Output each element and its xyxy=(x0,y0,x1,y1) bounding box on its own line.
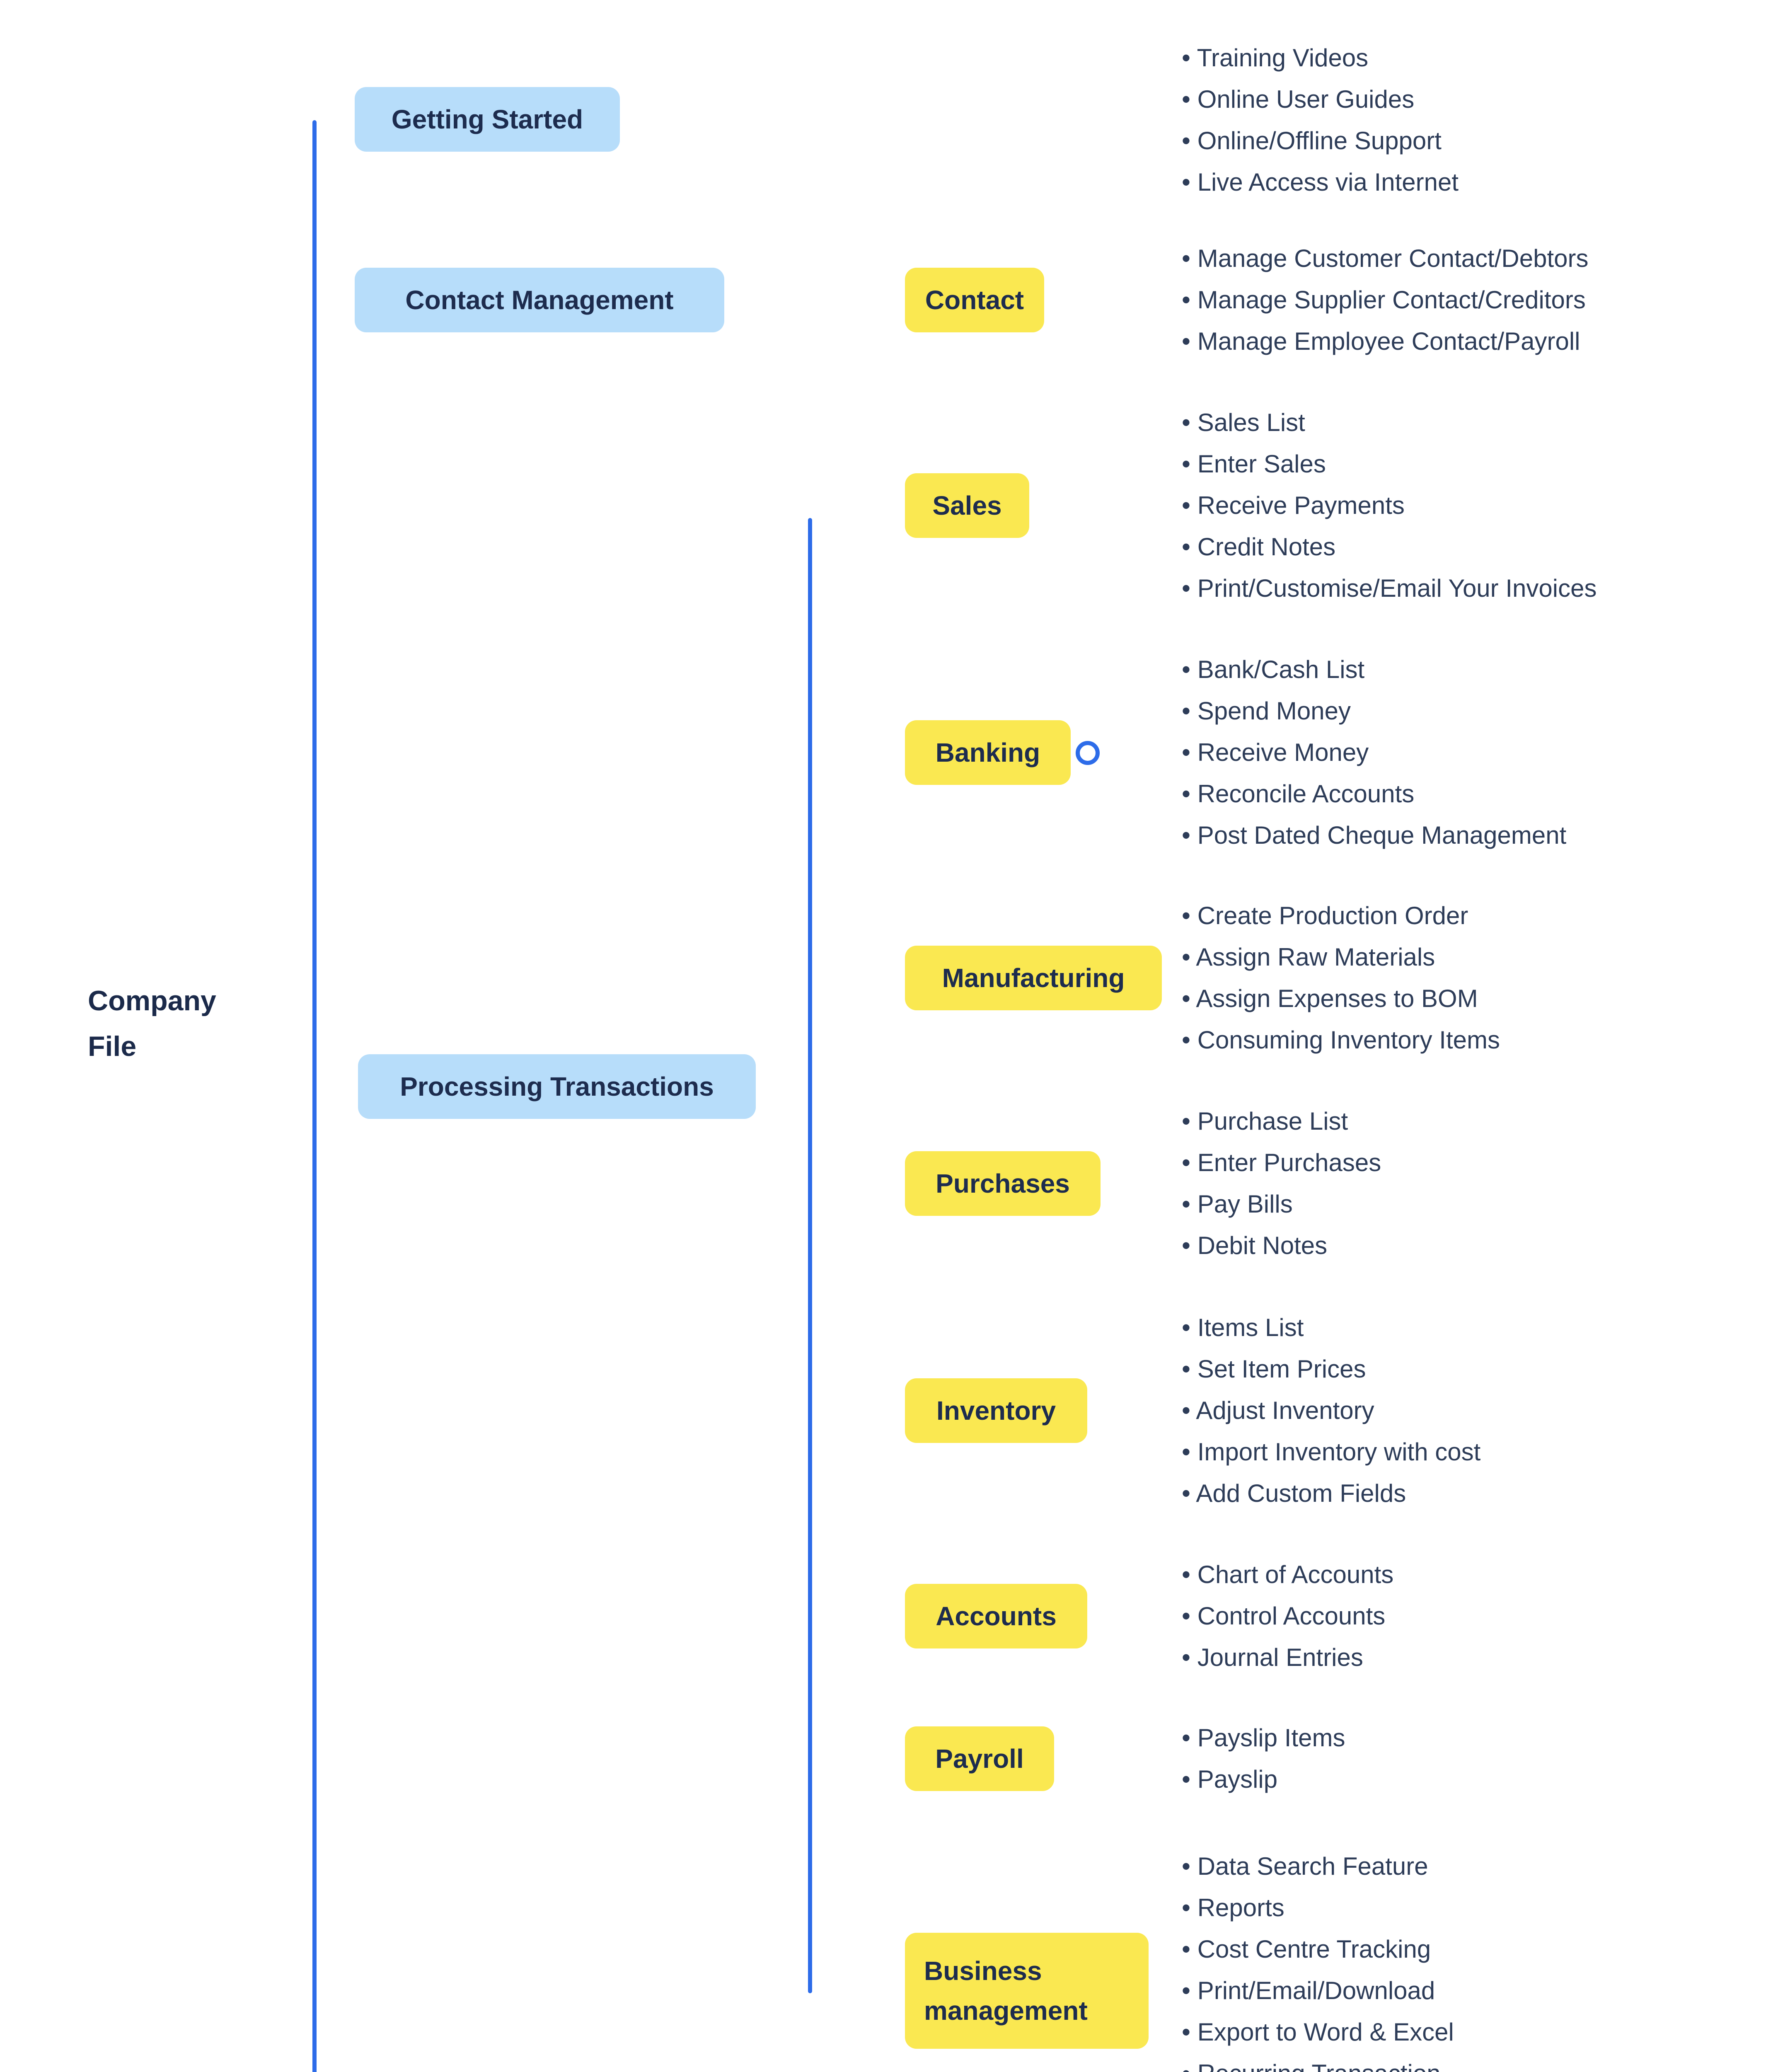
list-item: Training Videos xyxy=(1182,37,1459,79)
feature-list-getting-started: Training Videos Online User Guides Onlin… xyxy=(1182,37,1459,203)
module-box-contact: Contact xyxy=(905,268,1044,332)
list-item: Consuming Inventory Items xyxy=(1182,1019,1500,1061)
module-label: Inventory xyxy=(936,1396,1056,1426)
list-item: Debit Notes xyxy=(1182,1225,1381,1266)
list-item: Purchase List xyxy=(1182,1101,1381,1142)
module-label: Business management xyxy=(924,1956,1088,2026)
module-box-purchases: Purchases xyxy=(905,1151,1101,1216)
module-box-manufacturing: Manufacturing xyxy=(905,946,1162,1010)
list-item: Spend Money xyxy=(1182,690,1566,732)
feature-list-sales: Sales List Enter Sales Receive Payments … xyxy=(1182,402,1597,609)
list-item: Adjust Inventory xyxy=(1182,1390,1480,1431)
company-file-line1: Company xyxy=(88,985,216,1017)
list-item: Receive Payments xyxy=(1182,485,1596,526)
list-item: Pay Bills xyxy=(1182,1184,1381,1225)
list-item: Manage Supplier Contact/Creditors xyxy=(1182,279,1588,321)
branch-box-contact-management: Contact Management xyxy=(355,268,724,332)
list-item: Assign Expenses to BOM xyxy=(1182,978,1500,1019)
feature-list-manufacturing: Create Production Order Assign Raw Mater… xyxy=(1182,895,1500,1061)
list-item: Journal Entries xyxy=(1182,1637,1393,1678)
list-item: Add Custom Fields xyxy=(1182,1473,1480,1514)
feature-list-banking: Bank/Cash List Spend Money Receive Money… xyxy=(1182,649,1567,856)
list-item: Set Item Prices xyxy=(1182,1348,1480,1390)
module-box-payroll: Payroll xyxy=(905,1726,1054,1791)
list-item: Payslip Items xyxy=(1182,1717,1345,1759)
module-label: Payroll xyxy=(935,1744,1024,1774)
module-box-accounts: Accounts xyxy=(905,1584,1087,1648)
list-item: Payslip xyxy=(1182,1759,1345,1800)
company-file-line2: File xyxy=(88,1031,137,1062)
branch-label: Getting Started xyxy=(391,104,583,134)
list-item: Control Accounts xyxy=(1182,1595,1393,1637)
list-item: Print/Email/Download xyxy=(1182,1970,1454,2011)
list-item: Items List xyxy=(1182,1307,1480,1348)
tree-line-transactions xyxy=(808,518,812,1993)
feature-list-inventory: Items List Set Item Prices Adjust Invent… xyxy=(1182,1307,1480,1514)
module-label: Manufacturing xyxy=(942,963,1125,993)
list-item: Chart of Accounts xyxy=(1182,1554,1394,1595)
feature-list-business-management: Data Search Feature Reports Cost Centre … xyxy=(1182,1846,1454,2072)
list-item: Online User Guides xyxy=(1182,79,1459,120)
list-item: Create Production Order xyxy=(1182,895,1500,937)
list-item: Enter Sales xyxy=(1182,443,1596,485)
module-label: Banking xyxy=(935,738,1040,767)
module-label: Purchases xyxy=(936,1169,1070,1198)
list-item: Online/Offline Support xyxy=(1182,120,1459,162)
list-item: Export to Word & Excel xyxy=(1182,2011,1454,2053)
list-item: Data Search Feature xyxy=(1182,1846,1454,1887)
branch-label: Contact Management xyxy=(405,285,674,315)
company-file-label: Company File xyxy=(88,978,216,1069)
list-item: Reports xyxy=(1182,1887,1454,1929)
list-item: Print/Customise/Email Your Invoices xyxy=(1182,568,1597,609)
feature-list-purchases: Purchase List Enter Purchases Pay Bills … xyxy=(1182,1101,1381,1266)
list-item: Manage Customer Contact/Debtors xyxy=(1182,238,1589,279)
module-box-inventory: Inventory xyxy=(905,1378,1087,1443)
list-item: Post Dated Cheque Management xyxy=(1182,815,1567,856)
list-item: Bank/Cash List xyxy=(1182,649,1566,690)
list-item: Enter Purchases xyxy=(1182,1142,1381,1184)
list-item: Receive Money xyxy=(1182,732,1566,773)
list-item: Import Inventory with cost xyxy=(1182,1431,1481,1473)
list-item: Reconcile Accounts xyxy=(1182,773,1566,815)
feature-list-contact: Manage Customer Contact/Debtors Manage S… xyxy=(1182,238,1589,362)
list-item: Live Access via Internet xyxy=(1182,162,1459,203)
list-item: Cost Centre Tracking xyxy=(1182,1929,1454,1970)
list-item: Recurring Transaction xyxy=(1182,2053,1454,2072)
module-label: Sales xyxy=(932,491,1002,520)
module-label: Accounts xyxy=(936,1601,1057,1631)
list-item: Credit Notes xyxy=(1182,526,1596,568)
module-box-banking: Banking xyxy=(905,720,1071,785)
branch-box-getting-started: Getting Started xyxy=(355,87,620,152)
branch-box-processing-transactions: Processing Transactions xyxy=(358,1054,756,1119)
feature-list-accounts: Chart of Accounts Control Accounts Journ… xyxy=(1182,1554,1394,1678)
feature-list-payroll: Payslip Items Payslip xyxy=(1182,1717,1345,1800)
module-box-sales: Sales xyxy=(905,473,1029,538)
list-item: Assign Raw Materials xyxy=(1182,937,1500,978)
module-label: Contact xyxy=(925,285,1024,315)
tree-line-main xyxy=(312,120,317,2072)
list-item: Sales List xyxy=(1182,402,1596,443)
list-item: Manage Employee Contact/Payroll xyxy=(1182,321,1588,362)
module-box-business-management: Business management xyxy=(905,1933,1149,2049)
branch-label: Processing Transactions xyxy=(400,1072,714,1101)
banking-connector-dot-icon xyxy=(1076,741,1100,765)
